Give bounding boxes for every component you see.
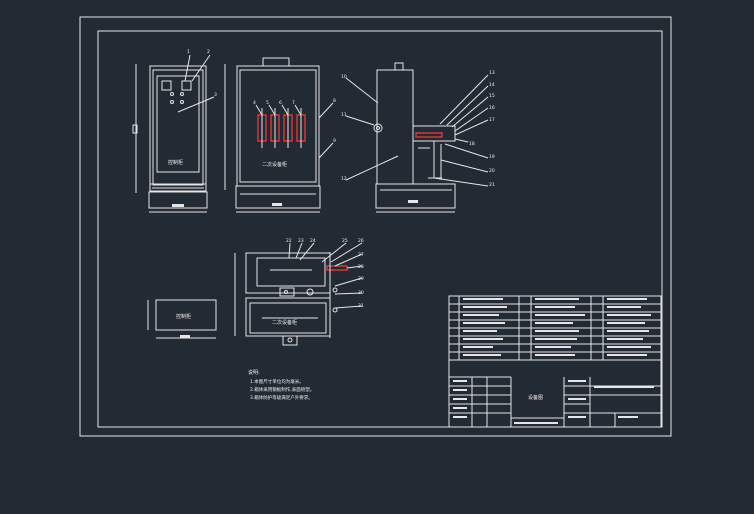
notes-heading: 说明: — [248, 369, 260, 376]
box-body-label: 二次设备柜 — [262, 161, 287, 168]
svg-text:1: 1 — [187, 49, 190, 55]
svg-text:24: 24 — [310, 238, 316, 244]
svg-text:26: 26 — [358, 238, 364, 244]
svg-text:28: 28 — [358, 264, 364, 270]
svg-text:9: 9 — [333, 138, 336, 144]
notes-line-2: 2.箱体采用钢板制作,表面喷塑。 — [250, 386, 314, 393]
side-box-label: 控制柜 — [176, 313, 191, 320]
svg-text:31: 31 — [358, 303, 364, 309]
inner-frame — [97, 30, 663, 428]
notes-line-1: 1.本图尺寸单位均为毫米。 — [250, 378, 304, 385]
svg-text:25: 25 — [342, 238, 348, 244]
svg-text:3: 3 — [214, 92, 217, 98]
front-cabinet-view: 1 2 3 控制柜 — [132, 49, 217, 213]
notes-line-3: 3.箱体防护等级满足户外要求。 — [250, 394, 313, 401]
svg-text:30: 30 — [358, 290, 364, 296]
small-side-box: 控制柜 — [147, 299, 217, 339]
notes-block: 说明: 1.本图尺寸单位均为毫米。 2.箱体采用钢板制作,表面喷塑。 3.箱体防… — [248, 369, 314, 401]
svg-text:23: 23 — [298, 238, 304, 244]
svg-text:22: 22 — [286, 238, 292, 244]
svg-text:5: 5 — [266, 100, 269, 106]
svg-text:29: 29 — [358, 276, 364, 282]
svg-text:6: 6 — [279, 100, 282, 106]
plan-box-label: 二次设备柜 — [272, 319, 297, 326]
side-view: 10 11 12 13 14 15 16 17 18 19 20 21 — [341, 62, 495, 213]
svg-text:10: 10 — [341, 74, 347, 80]
secondary-cabinet-front-view: 4 5 6 7 8 9 二次设备柜 — [224, 57, 336, 213]
svg-text:15: 15 — [489, 93, 495, 99]
svg-text:18: 18 — [469, 141, 475, 147]
svg-text:16: 16 — [489, 105, 495, 111]
parts-list-table — [448, 295, 662, 361]
svg-text:4: 4 — [253, 100, 256, 106]
svg-text:11: 11 — [341, 112, 347, 118]
svg-text:19: 19 — [489, 154, 495, 160]
title-block: 设备图 — [448, 359, 662, 428]
svg-text:2: 2 — [207, 49, 210, 55]
drawing-title: 设备图 — [528, 394, 543, 401]
outer-frame — [79, 16, 672, 437]
svg-text:21: 21 — [489, 182, 495, 188]
svg-text:20: 20 — [489, 168, 495, 174]
svg-text:12: 12 — [341, 176, 347, 182]
svg-text:17: 17 — [489, 117, 495, 123]
svg-text:8: 8 — [333, 98, 336, 104]
svg-text:27: 27 — [358, 252, 364, 258]
front-panel-label: 控制柜 — [168, 159, 183, 166]
svg-text:13: 13 — [489, 70, 495, 76]
svg-text:7: 7 — [292, 100, 295, 106]
parts-list-text-marks — [463, 298, 651, 356]
svg-text:14: 14 — [489, 82, 495, 88]
breaker-row — [255, 104, 306, 148]
plan-view: 22 23 24 25 26 27 28 29 30 31 二次设备柜 — [234, 238, 364, 346]
